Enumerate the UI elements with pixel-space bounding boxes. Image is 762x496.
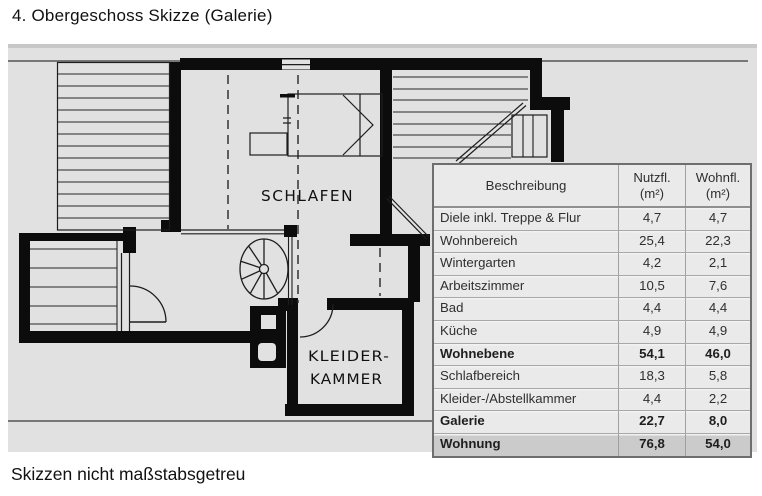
row-wohnfl-value: 54,0	[685, 433, 750, 456]
bed-symbol	[249, 93, 383, 157]
row-nutzfl-value: 76,8	[618, 433, 685, 456]
hatch-lines	[30, 61, 528, 331]
door-arcs	[129, 285, 334, 338]
row-wohnfl-value: 46,0	[685, 343, 750, 366]
header-nutzflaeche: Nutzfl. (m²)	[618, 165, 685, 206]
row-label: Schlafbereich	[440, 368, 520, 384]
header-wohnfl-label: Wohnfl.	[695, 169, 741, 185]
row-label: Arbeitszimmer	[440, 277, 525, 293]
row-wohnfl-value: 22,3	[685, 230, 750, 253]
room-divider-lines	[120, 229, 284, 331]
row-nutzfl-value: 25,4	[618, 230, 685, 253]
row-label: Wohnung	[440, 435, 501, 451]
row-wohnfl-value: 2,2	[685, 388, 750, 411]
room-label-schlafen: SCHLAFEN	[261, 187, 354, 205]
header-beschreibung-label: Beschreibung	[485, 177, 567, 193]
header-nutzfl-unit: (m²)	[639, 185, 665, 201]
row-nutzfl-value: 4,2	[618, 253, 685, 275]
row-wohnfl-value: 7,6	[685, 275, 750, 298]
row-nutzfl-value: 4,7	[618, 208, 685, 230]
header-wohnflaeche: Wohnfl. (m²)	[685, 165, 750, 206]
dashed-roof-lines	[227, 75, 381, 303]
row-nutzfl-value: 18,3	[618, 366, 685, 388]
room-label-kleider-line1: KLEIDER-	[308, 349, 390, 365]
row-label: Wintergarten	[440, 255, 516, 271]
row-nutzfl-value: 54,1	[618, 343, 685, 366]
row-label: Bad	[440, 300, 464, 316]
row-wohnfl-value: 4,9	[685, 320, 750, 343]
header-wohnfl-unit: (m²)	[705, 185, 731, 201]
spiral-stair	[239, 237, 293, 305]
walls	[19, 58, 570, 416]
stair-walking-lines	[386, 102, 527, 240]
row-nutzfl-value: 4,9	[618, 320, 685, 343]
row-nutzfl-value: 4,4	[618, 388, 685, 411]
row-wohnfl-value: 4,4	[685, 298, 750, 320]
row-nutzfl-value: 10,5	[618, 275, 685, 298]
window-symbol	[282, 59, 310, 70]
row-nutzfl-value: 22,7	[618, 411, 685, 433]
chimney-blocks	[250, 114, 548, 368]
row-label: Küche	[440, 322, 478, 338]
header-nutzfl-label: Nutzfl.	[633, 169, 671, 185]
row-label: Diele inkl. Treppe & Flur	[440, 210, 581, 225]
areas-table: Beschreibung Nutzfl. (m²) Wohnfl. (m²) D…	[432, 163, 752, 458]
header-beschreibung: Beschreibung	[434, 165, 618, 206]
page-title: 4. Obergeschoss Skizze (Galerie)	[12, 6, 273, 25]
row-wohnfl-value: 4,7	[685, 208, 750, 230]
row-label: Galerie	[440, 413, 485, 429]
row-wohnfl-value: 2,1	[685, 253, 750, 275]
row-nutzfl-value: 4,4	[618, 298, 685, 320]
row-label: Wohnbereich	[440, 232, 518, 248]
row-wohnfl-value: 5,8	[685, 366, 750, 388]
room-label-kleider-line2: KAMMER	[310, 372, 383, 388]
footnote: Skizzen nicht maßstabsgetreu	[11, 464, 246, 484]
row-label: Kleider-/Abstellkammer	[440, 390, 577, 406]
row-label: Wohnebene	[440, 345, 515, 361]
row-wohnfl-value: 8,0	[685, 411, 750, 433]
areas-table-header: Beschreibung Nutzfl. (m²) Wohnfl. (m²)	[434, 165, 750, 208]
